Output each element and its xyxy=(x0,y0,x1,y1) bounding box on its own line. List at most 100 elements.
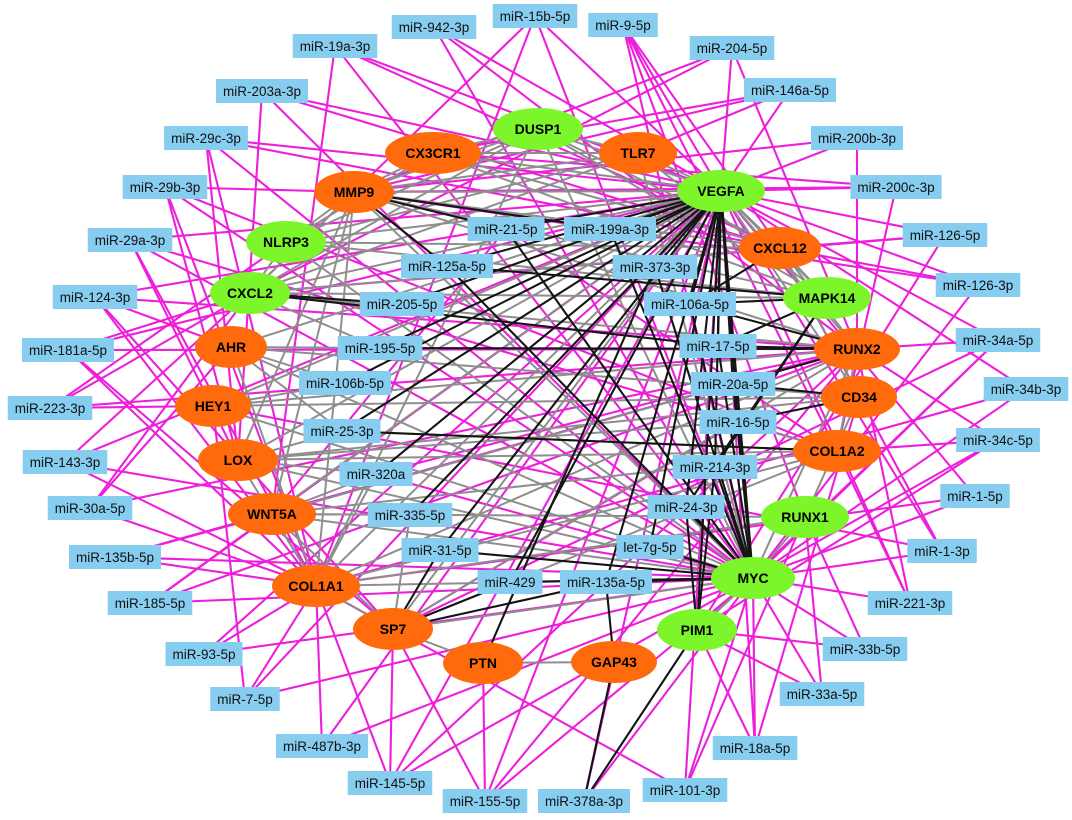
mirna-node-mir-126-3p: miR-126-3p xyxy=(935,273,1021,297)
gene-label: MMP9 xyxy=(334,184,375,200)
mirna-box xyxy=(867,591,953,615)
mirna-label: miR-124-3p xyxy=(60,290,131,305)
edge-mir-34b-3p-to-myc xyxy=(751,387,1028,580)
gene-ellipse xyxy=(272,565,360,607)
gene-ellipse xyxy=(198,439,278,481)
mirna-node-mir-200b-3p: miR-200b-3p xyxy=(810,126,904,150)
gene-ellipse xyxy=(228,493,316,535)
mirna-label: miR-223-3p xyxy=(15,401,86,416)
edge-mir-155-5p-to-runx2 xyxy=(483,347,859,803)
gene-ellipse xyxy=(353,608,433,650)
gene-ellipse xyxy=(814,328,900,370)
mirna-box xyxy=(442,789,528,813)
edge-vegfa-to-mir-205-5p xyxy=(400,189,723,306)
gene-label: COL1A1 xyxy=(288,578,343,594)
mirna-label: miR-101-3p xyxy=(650,783,721,798)
mirna-node-mir-24-3p: miR-24-3p xyxy=(647,495,725,519)
mirna-box xyxy=(690,372,776,396)
edge-nlrp3-to-cxcl12 xyxy=(285,241,781,249)
mirna-node-mir-29a-3p: miR-29a-3p xyxy=(87,228,173,252)
mirna-node-mir-320a: miR-320a xyxy=(339,462,413,486)
mirna-box xyxy=(210,687,280,711)
gene-label: MAPK14 xyxy=(799,290,856,306)
mirna-node-mir-7-5p: miR-7-5p xyxy=(210,687,280,711)
edge-dusp1-to-cxcl2 xyxy=(249,128,539,294)
edge-vegfa-to-cxcl2 xyxy=(249,190,722,294)
edge-mir-942-3p-to-vegfa xyxy=(432,25,723,193)
gene-node-runx1: RUNX1 xyxy=(761,496,849,538)
mirna-box xyxy=(712,736,798,760)
edge-mir-30a-5p-to-col1a1 xyxy=(88,506,318,588)
mirna-box xyxy=(588,13,658,37)
mirna-node-mir-33b-5p: miR-33b-5p xyxy=(822,637,908,661)
mirna-node-mir-124-3p: miR-124-3p xyxy=(52,285,138,309)
edge-mir-155-5p-to-sp7 xyxy=(391,627,487,803)
mirna-box xyxy=(391,15,477,39)
mirna-box xyxy=(643,292,737,316)
mirna-box xyxy=(642,778,728,802)
mirna-box xyxy=(21,338,115,362)
gene-node-ptn: PTN xyxy=(443,642,523,684)
mirna-label: miR-195-5p xyxy=(345,341,416,356)
mirna-node-mir-93-5p: miR-93-5p xyxy=(165,642,243,666)
mirna-label: miR-125a-5p xyxy=(408,259,486,274)
mirna-label: miR-34b-3p xyxy=(991,382,1062,397)
edge-mir-101-3p-to-runx1 xyxy=(683,515,807,792)
mirna-label: miR-33b-5p xyxy=(830,642,901,657)
gene-ellipse xyxy=(210,272,290,314)
mirna-node-mir-1-3p: miR-1-3p xyxy=(907,539,977,563)
edge-mir-221-3p-to-col1a2 xyxy=(835,449,912,605)
edge-mir-145-5p-to-col1a1 xyxy=(314,584,392,785)
mirna-label: miR-143-3p xyxy=(30,455,101,470)
edge-mir-33a-5p-to-runx1 xyxy=(803,515,824,696)
edge-tlr7-to-mapk14 xyxy=(637,152,828,299)
gene-ellipse xyxy=(793,430,881,472)
mirna-label: miR-214-3p xyxy=(680,460,751,475)
edge-nlrp3-to-mapk14 xyxy=(285,241,828,299)
mirna-box xyxy=(22,450,108,474)
mirna-box xyxy=(52,285,138,309)
mirna-label: miR-15b-5p xyxy=(500,9,571,24)
gene-node-cx3cr1: CX3CR1 xyxy=(385,132,481,174)
mirna-label: miR-25-3p xyxy=(310,424,373,439)
gene-ellipse xyxy=(246,221,326,263)
mirna-node-mir-126-5p: miR-126-5p xyxy=(902,223,988,247)
mirna-box xyxy=(339,462,413,486)
gene-ellipse xyxy=(677,170,765,212)
mirna-label: miR-29c-3p xyxy=(171,131,241,146)
mirna-label: miR-185-5p xyxy=(115,596,186,611)
edge-mir-143-3p-to-cxcl2 xyxy=(63,291,252,464)
mirna-node-mir-145-5p: miR-145-5p xyxy=(347,771,433,795)
mirna-node-mir-15b-5p: miR-15b-5p xyxy=(492,4,578,28)
mirna-node-mir-135b-5p: miR-135b-5p xyxy=(68,545,162,569)
edge-mir-15b-5p-to-vegfa xyxy=(533,14,723,193)
mirna-label: miR-429 xyxy=(484,575,535,590)
mirna-node-mir-373-3p: miR-373-3p xyxy=(612,255,698,279)
gene-node-hey1: HEY1 xyxy=(175,385,251,427)
mirna-box xyxy=(164,126,248,150)
gene-label: CX3CR1 xyxy=(405,145,460,161)
edge-mir-1-5p-to-myc xyxy=(751,494,977,580)
mirna-label: miR-145-5p xyxy=(355,776,426,791)
mirna-box xyxy=(672,455,758,479)
edge-dusp1-to-cxcl12 xyxy=(537,128,781,249)
gene-ellipse xyxy=(599,132,677,174)
edge-myc-to-mir-125a-5p xyxy=(445,264,755,580)
mirna-label: miR-205-5p xyxy=(367,297,438,312)
mirna-box xyxy=(810,126,904,150)
mirna-box xyxy=(68,545,162,569)
mirna-node-mir-199a-3p: miR-199a-3p xyxy=(563,217,657,241)
edge-mir-9-5p-to-vegfa xyxy=(621,23,723,193)
mirna-label: miR-155-5p xyxy=(450,794,521,809)
mirna-node-mir-429: miR-429 xyxy=(477,570,543,594)
mirna-box xyxy=(107,591,193,615)
edge-mir-9-5p-to-cxcl12 xyxy=(621,23,782,250)
mirna-label: miR-34a-5p xyxy=(963,333,1034,348)
gene-label: PIM1 xyxy=(681,622,714,638)
edge-mir-101-3p-to-myc xyxy=(683,576,755,792)
edge-myc-to-mir-21-5p xyxy=(504,227,755,580)
mirna-label: miR-373-3p xyxy=(620,260,691,275)
mirna-node-mir-34a-5p: miR-34a-5p xyxy=(955,328,1041,352)
edge-hey1-to-cd34 xyxy=(212,396,860,407)
gene-node-col1a1: COL1A1 xyxy=(272,565,360,607)
